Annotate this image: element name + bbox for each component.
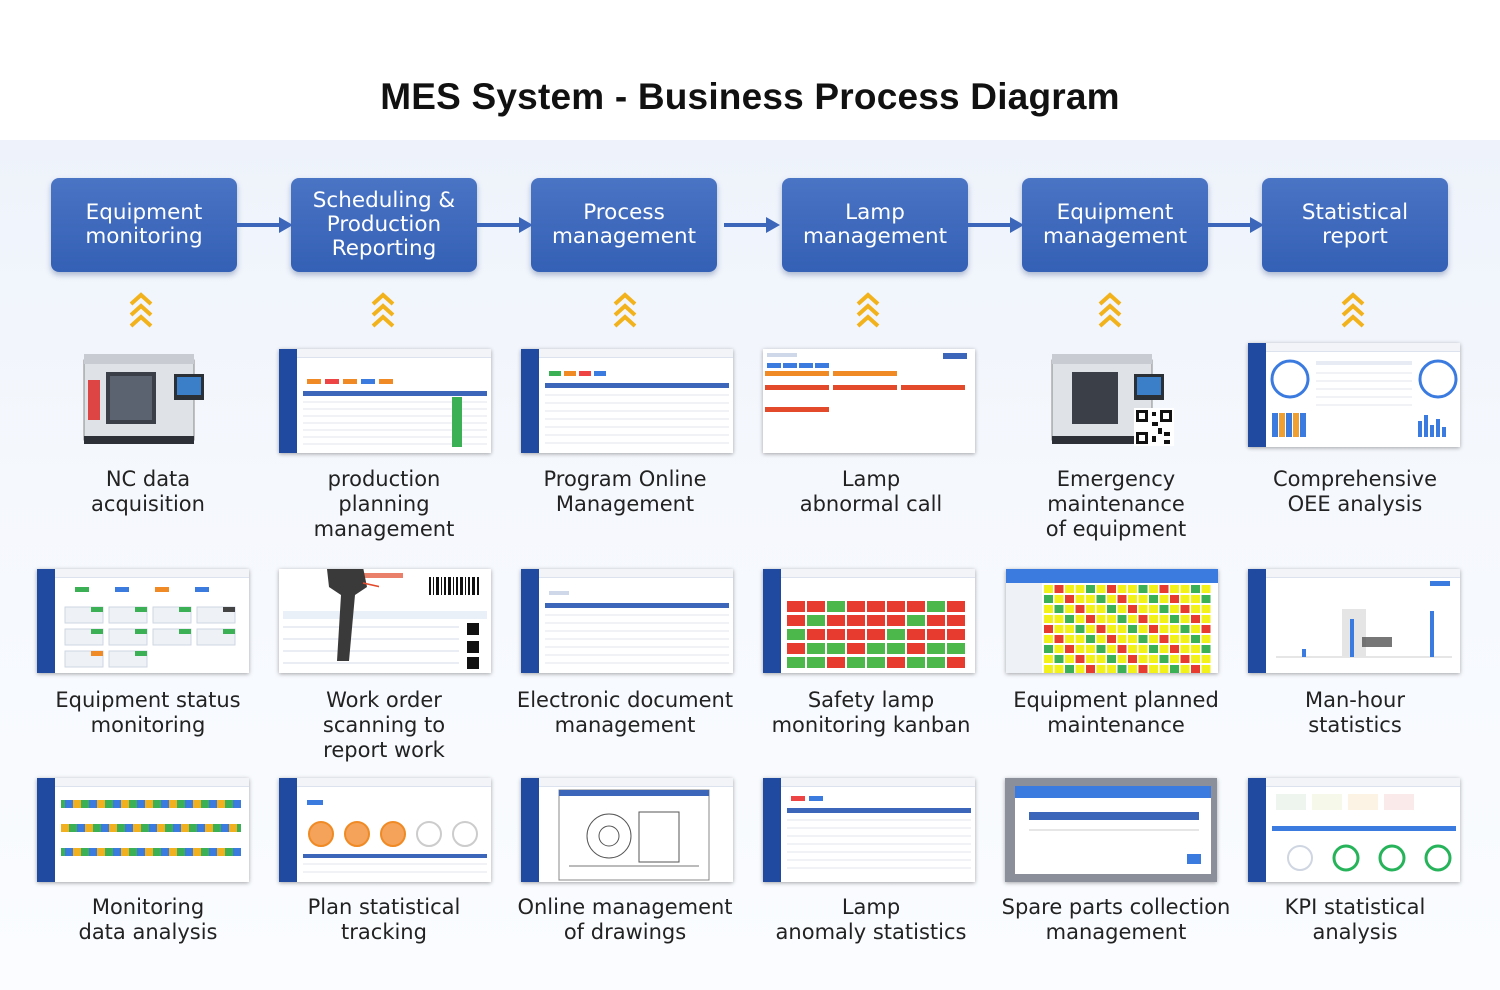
caption-electronic-document: Electronic document management — [516, 688, 734, 737]
caption-lamp-abnormal: Lamp abnormal call — [799, 467, 943, 516]
caption-equipment-status: Equipment status monitoring — [55, 688, 241, 737]
caption-safety-lamp: Safety lamp monitoring kanban — [771, 688, 971, 737]
stage-scheduling-reporting: Scheduling & Production Reporting — [291, 178, 477, 272]
screenshot-lamp-abnormal-call — [763, 349, 975, 453]
cnc-machine-icon — [1051, 354, 1164, 444]
chevron-up-double-icon — [371, 292, 395, 328]
caption-online-drawings: Online management of drawings — [517, 895, 733, 944]
chevron-up-double-icon — [129, 292, 153, 328]
caption-lamp-anomaly: Lamp anomaly statistics — [775, 895, 967, 944]
caption-man-hour: Man-hour statistics — [1305, 688, 1405, 737]
chevron-up-double-icon — [1341, 292, 1365, 328]
screenshot-planned-maintenance — [1006, 569, 1218, 673]
caption-kpi-analysis: KPI statistical analysis — [1284, 895, 1426, 944]
screenshot-man-hour — [1248, 569, 1460, 673]
chevron-up-double-icon — [1098, 292, 1122, 328]
caption-production-planning: production planning management — [313, 467, 455, 541]
stage-process-management: Process management — [531, 178, 717, 272]
caption-spare-parts: Spare parts collection management — [1001, 895, 1231, 944]
screenshot-electronic-document — [521, 569, 733, 673]
stage-equipment-monitoring: Equipment monitoring — [51, 178, 237, 272]
caption-plan-tracking: Plan statistical tracking — [307, 895, 461, 944]
screenshot-safety-lamp-kanban — [763, 569, 975, 673]
chevron-up-double-icon — [613, 292, 637, 328]
qr-code-icon — [1134, 408, 1174, 446]
cnc-machine-icon — [83, 354, 204, 444]
screenshot-lamp-anomaly — [763, 778, 975, 882]
screenshot-spare-parts — [1005, 778, 1217, 882]
screenshot-production-planning — [279, 349, 491, 453]
caption-program-online: Program Online Management — [543, 467, 707, 516]
caption-planned-maintenance: Equipment planned maintenance — [1013, 688, 1219, 737]
barcode-scanner-icon — [327, 569, 379, 661]
arrow-right-icon — [724, 217, 780, 233]
screenshot-oee-analysis — [1248, 343, 1460, 447]
arrow-right-icon — [237, 217, 293, 233]
caption-monitoring-data: Monitoring data analysis — [78, 895, 218, 944]
screenshot-work-order-scanning — [279, 569, 491, 673]
caption-emergency-maintenance: Emergency maintenance of equipment — [1045, 467, 1187, 541]
screenshot-monitoring-data — [37, 778, 249, 882]
page-title: MES System - Business Process Diagram — [380, 76, 1120, 117]
screenshot-equipment-status — [37, 569, 249, 673]
screenshot-kpi-analysis — [1248, 778, 1460, 882]
stage-equipment-management: Equipment management — [1022, 178, 1208, 272]
arrow-right-icon — [477, 217, 533, 233]
caption-nc-data: NC data acquisition — [91, 467, 205, 516]
arrow-right-icon — [1208, 217, 1264, 233]
stage-lamp-management: Lamp management — [782, 178, 968, 272]
stage-statistical-report: Statistical report — [1262, 178, 1448, 272]
caption-oee-analysis: Comprehensive OEE analysis — [1272, 467, 1438, 516]
screenshot-online-drawings — [521, 778, 733, 882]
arrow-right-icon — [968, 217, 1024, 233]
caption-work-order-scanning: Work order scanning to report work — [322, 688, 446, 762]
screenshot-plan-tracking — [279, 778, 491, 882]
chevron-up-double-icon — [856, 292, 880, 328]
screenshot-program-online — [521, 349, 733, 453]
